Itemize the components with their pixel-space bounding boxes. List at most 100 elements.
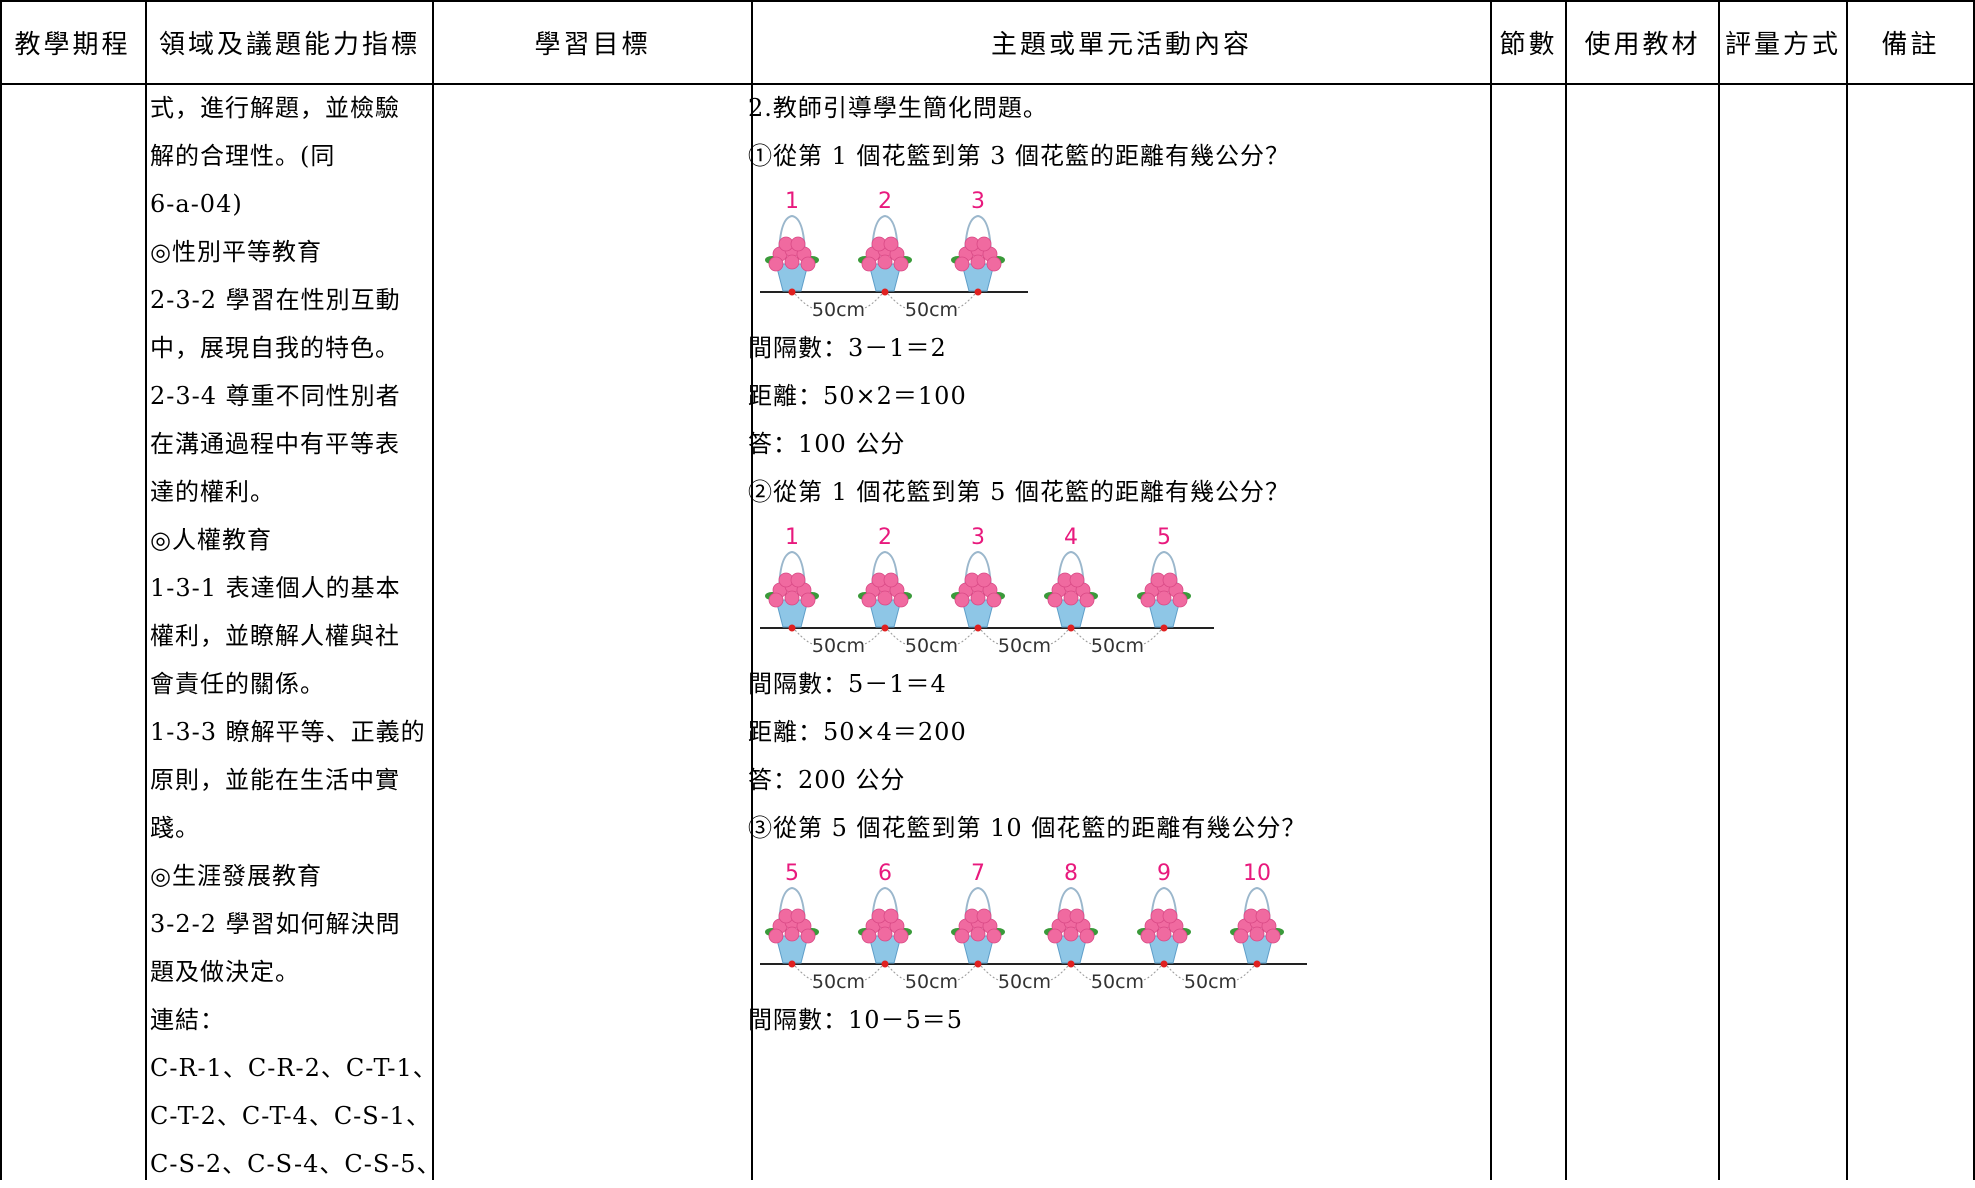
flower-basket: 7 (951, 861, 1005, 968)
basket-number: 2 (878, 525, 892, 550)
column-divider (1565, 0, 1567, 1180)
basket-number: 6 (878, 861, 892, 886)
header-period: 教學期程 (14, 29, 131, 60)
column-divider (751, 0, 753, 1180)
indicator-line: 1-3-3 瞭解平等、正義的 (150, 718, 426, 746)
flower-basket: 4 (1044, 525, 1098, 632)
column-divider (432, 0, 434, 1180)
gap-label: 50cm (998, 635, 1051, 657)
column-divider (1718, 0, 1720, 1180)
flower-basket: 6 (858, 861, 912, 968)
indicator-line: 在溝通過程中有平等表 (150, 430, 400, 458)
flower-basket: 2 (858, 189, 912, 296)
indicator-line: ◎性別平等教育 (150, 238, 322, 266)
gap-label: 50cm (998, 971, 1051, 993)
indicator-line: 權利，並瞭解人權與社 (150, 622, 400, 650)
gap-label: 50cm (905, 971, 958, 993)
indicators-cell: 式，進行解題，並檢驗解的合理性。(同 6-a-04) ◎性別平等教育 2-3-2 學習… (150, 84, 442, 1188)
gap-label: 50cm (905, 635, 958, 657)
table-border-left (0, 0, 2, 1180)
q1-distance: 距離：50×2＝100 (748, 382, 967, 410)
header-assessment: 評量方式 (1724, 29, 1841, 60)
gap-label: 50cm (1091, 635, 1144, 657)
gap-label: 50cm (812, 635, 865, 657)
flower-basket: 8 (1044, 861, 1098, 968)
basket-figure-6: 5 6 7 8 9 10 50cm 50cm 50cm 50cm 50cm (748, 852, 1488, 996)
column-divider (145, 0, 147, 1180)
basket-diagram: 1 2 3 4 5 50cm 50cm 50cm 50cm (760, 525, 1214, 657)
question-3: ③從第 5 個花籃到第 10 個花籃的距離有幾公分？ (748, 814, 1307, 842)
table-border-right (1973, 0, 1975, 1180)
basket-number: 5 (1157, 525, 1171, 550)
basket-number: 1 (785, 189, 799, 214)
basket-number: 4 (1064, 525, 1078, 550)
basket-number: 2 (878, 189, 892, 214)
flower-basket: 3 (951, 189, 1005, 296)
gap-label: 50cm (812, 971, 865, 993)
header-divider (0, 83, 1975, 85)
flower-basket: 1 (765, 525, 819, 632)
gap-label: 50cm (1091, 971, 1144, 993)
q2-answer: 答：200 公分 (748, 766, 906, 794)
q1-interval: 間隔數：3－1＝2 (748, 334, 947, 362)
q1-answer: 答：100 公分 (748, 430, 906, 458)
basket-number: 5 (785, 861, 799, 886)
q2-interval: 間隔數：5－1＝4 (748, 670, 947, 698)
table-border-top (0, 0, 1975, 2)
basket-diagram: 5 6 7 8 9 10 50cm 50cm 50cm 50cm 50cm (760, 861, 1307, 993)
basket-diagram: 1 2 3 50cm 50cm (760, 189, 1028, 321)
basket-number: 7 (971, 861, 985, 886)
indicator-line: ◎人權教育 (150, 526, 272, 554)
basket-number: 1 (785, 525, 799, 550)
gap-label: 50cm (905, 299, 958, 321)
header-objectives: 學習目標 (534, 29, 651, 60)
gap-label: 50cm (1184, 971, 1237, 993)
indicator-line: 解的合理性。(同 (150, 142, 336, 170)
flower-basket: 5 (1137, 525, 1191, 632)
content-intro: 2.教師引導學生簡化問題。 (748, 94, 1048, 122)
q3-interval: 間隔數：10－5＝5 (748, 1006, 964, 1034)
indicator-line: 達的權利。 (150, 478, 275, 506)
indicator-line: 2-3-4 尊重不同性別者 (150, 382, 401, 410)
gap-label: 50cm (812, 299, 865, 321)
question-1: ①從第 1 個花籃到第 3 個花籃的距離有幾公分？ (748, 142, 1291, 170)
basket-number: 9 (1157, 861, 1171, 886)
indicator-line: 會責任的關係。 (150, 670, 325, 698)
indicator-line: 題及做決定。 (150, 958, 300, 986)
basket-figure-3: 1 2 3 50cm 50cm (748, 180, 1488, 324)
header-indicators: 領域及議題能力指標 (158, 29, 420, 60)
basket-figure-5: 1 2 3 4 5 50cm 50cm 50cm 50cm (748, 516, 1488, 660)
indicator-line: 2-3-2 學習在性別互動 (150, 286, 401, 314)
indicator-line: C-S-2、C-S-4、C-S-5、 (150, 1150, 442, 1178)
question-2: ②從第 1 個花籃到第 5 個花籃的距離有幾公分？ (748, 478, 1291, 506)
indicator-line: C-T-2、C-T-4、C-S-1、 (150, 1102, 431, 1130)
indicator-line: 3-2-2 學習如何解決問 (150, 910, 401, 938)
column-divider (1490, 0, 1492, 1180)
activity-content-cell: 2.教師引導學生簡化問題。 ①從第 1 個花籃到第 3 個花籃的距離有幾公分？ … (748, 84, 1488, 1044)
header-activity-content: 主題或單元活動內容 (990, 29, 1252, 60)
flower-basket: 10 (1230, 861, 1284, 968)
q2-distance: 距離：50×4＝200 (748, 718, 967, 746)
indicator-line: 中，展現自我的特色。 (150, 334, 400, 362)
column-divider (1846, 0, 1848, 1180)
header-sessions: 節數 (1499, 29, 1558, 60)
indicator-line: C-R-1、C-R-2、C-T-1、 (150, 1054, 438, 1082)
header-remarks: 備註 (1881, 29, 1940, 60)
indicator-line: 踐。 (150, 814, 200, 842)
indicator-line: ◎生涯發展教育 (150, 862, 322, 890)
basket-number: 8 (1064, 861, 1078, 886)
flower-basket: 9 (1137, 861, 1191, 968)
flower-basket: 5 (765, 861, 819, 968)
flower-basket: 2 (858, 525, 912, 632)
basket-number: 3 (971, 525, 985, 550)
indicator-line: 原則，並能在生活中實 (150, 766, 400, 794)
flower-basket: 3 (951, 525, 1005, 632)
header-materials: 使用教材 (1584, 29, 1701, 60)
basket-number: 10 (1243, 861, 1271, 886)
basket-number: 3 (971, 189, 985, 214)
indicator-line: 1-3-1 表達個人的基本 (150, 574, 401, 602)
flower-basket: 1 (765, 189, 819, 296)
indicator-line: 6-a-04) (150, 190, 243, 218)
indicator-line: 式，進行解題，並檢驗 (150, 94, 400, 122)
